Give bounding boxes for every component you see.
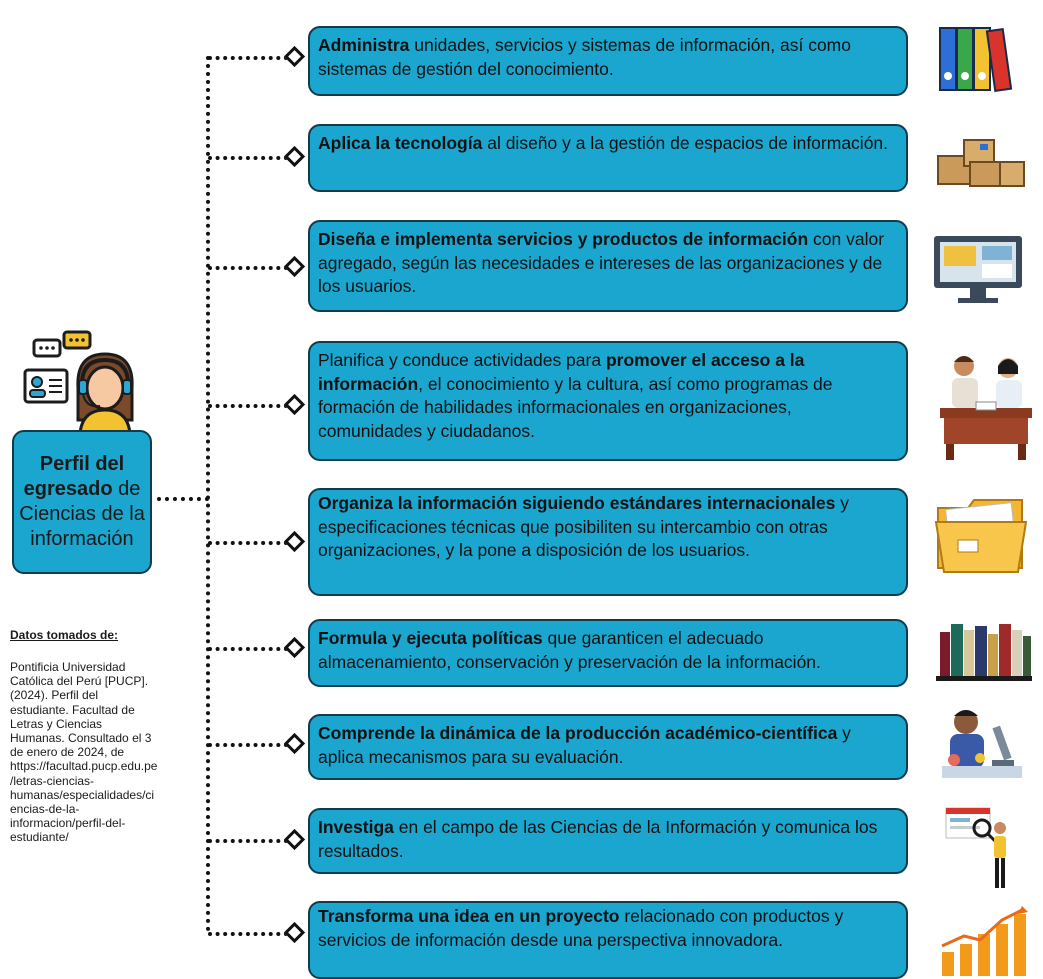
item-text: , el conocimiento y la cultura, así como…	[318, 373, 833, 441]
item-bold: Aplica la tecnología	[318, 133, 483, 153]
item-bold: Comprende la dinámica de la producción a…	[318, 723, 838, 743]
diamond-marker	[283, 255, 306, 278]
main-connector	[157, 497, 209, 501]
item-text: y especificaciones técnicas que posibili…	[318, 493, 849, 560]
source-citation: Pontificia Universidad Católica del Perú…	[10, 660, 158, 845]
diamond-marker	[283, 732, 306, 755]
students-reading-icon	[940, 356, 1032, 460]
computer-monitor-icon	[934, 236, 1022, 303]
center-title-line2: egresado	[23, 478, 113, 500]
profile-item: Aplica la tecnología al diseño y a la ge…	[308, 124, 908, 192]
item-text: relacionado con productos y servicios de…	[318, 906, 844, 950]
growth-chart-icon	[941, 906, 1028, 976]
branch-connector	[208, 266, 288, 270]
folder-icon	[934, 499, 1028, 573]
profile-item: Transforma una idea en un proyecto relac…	[308, 901, 908, 979]
profile-item: Administra unidades, servicios y sistema…	[308, 26, 908, 96]
scientist-microscope-icon	[942, 710, 1022, 778]
researcher-magnifier-icon	[945, 807, 1006, 888]
item-bold: Investiga	[318, 817, 394, 837]
branch-connector	[208, 839, 288, 843]
profile-item: Formula y ejecuta políticas que garantic…	[308, 619, 908, 687]
center-line3: Ciencias de la	[19, 503, 145, 525]
item-bold: Diseña e implementa servicios y producto…	[318, 229, 809, 249]
branch-connector	[208, 156, 288, 160]
profile-item: Investiga en el campo de las Ciencias de…	[308, 808, 908, 874]
item-text: y aplica mecanismos para su evaluación.	[318, 723, 851, 767]
profile-item: Organiza la información siguiendo estánd…	[308, 488, 908, 596]
item-text: unidades, servicios y sistemas de inform…	[318, 35, 851, 79]
center-line4: información	[30, 528, 134, 550]
books-shelf-icon	[936, 624, 1032, 681]
diamond-marker	[283, 530, 306, 553]
branch-connector	[208, 647, 288, 651]
diamond-marker	[283, 45, 306, 68]
item-text: que garanticen el adecuado almacenamient…	[318, 628, 821, 672]
profile-item: Diseña e implementa servicios y producto…	[308, 220, 908, 312]
branch-connector	[208, 541, 288, 545]
boxes-icon	[937, 139, 1025, 187]
diamond-marker	[283, 636, 306, 659]
diamond-marker	[283, 921, 306, 944]
branch-connector	[208, 743, 288, 747]
profile-item: Planifica y conduce actividades para pro…	[308, 341, 908, 461]
branch-connector	[208, 56, 288, 60]
diamond-marker	[283, 828, 306, 851]
diamond-marker	[283, 393, 306, 416]
vertical-connector	[206, 56, 210, 932]
branch-connector	[208, 404, 288, 408]
binders-icon	[939, 27, 1013, 92]
item-bold: Formula y ejecuta políticas	[318, 628, 543, 648]
support-agent-icon	[23, 330, 134, 435]
source-title: Datos tomados de:	[10, 628, 119, 642]
item-bold: Transforma una idea en un proyecto	[318, 906, 620, 926]
item-bold: Administra	[318, 35, 410, 55]
item-text: en el campo de las Ciencias de la Inform…	[318, 817, 878, 861]
central-profile-node: Perfil del egresado de Ciencias de la in…	[12, 430, 152, 574]
center-de: de	[112, 478, 141, 500]
item-bold: Organiza la información siguiendo estánd…	[318, 493, 836, 513]
center-title-line1: Perfil del	[39, 453, 125, 475]
branch-connector	[208, 932, 288, 936]
item-text: con valor agregado, según las necesidade…	[318, 229, 885, 296]
item-bold: promover el acceso a la información	[318, 350, 805, 394]
item-text: al diseño y a la gestión de espacios de …	[482, 133, 889, 153]
profile-item: Comprende la dinámica de la producción a…	[308, 714, 908, 780]
diamond-marker	[283, 145, 306, 168]
item-prefix: Planifica y conduce actividades para	[318, 350, 606, 370]
